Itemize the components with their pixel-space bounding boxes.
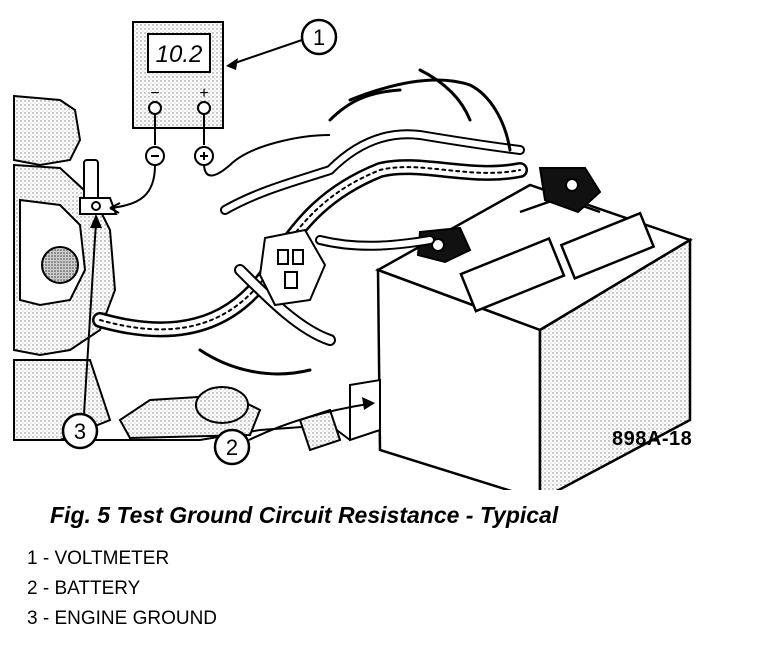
- voltmeter-negative-sign: −: [150, 85, 159, 102]
- test-leads: [109, 114, 331, 214]
- legend-item-voltmeter: 1 - VOLTMETER: [27, 548, 170, 569]
- voltmeter: 10.2 − +: [132, 21, 224, 129]
- figure-reference-id: 898A-18: [612, 428, 693, 450]
- callout-1: 1: [226, 18, 338, 70]
- battery: [375, 183, 693, 490]
- engine-ground-stud: [79, 159, 118, 215]
- connector-block: [258, 228, 327, 307]
- voltmeter-negative-jack: [148, 101, 162, 115]
- callout-2-number: 2: [226, 435, 238, 460]
- engine-bay-illustration: 10.2 − + 1 2 3: [13, 18, 693, 490]
- figure-caption: Fig. 5 Test Ground Circuit Resistance - …: [50, 502, 559, 528]
- callout-3: 3: [61, 214, 102, 450]
- legend-item-battery: 2 - BATTERY: [27, 578, 141, 599]
- voltmeter-positive-jack: [197, 101, 211, 115]
- voltmeter-positive-sign: +: [199, 85, 208, 102]
- legend-list: 1 - VOLTMETER 2 - BATTERY 3 - ENGINE GRO…: [27, 544, 217, 634]
- callout-2: 2: [213, 397, 375, 466]
- callout-3-number: 3: [74, 419, 86, 444]
- callout-1-number: 1: [313, 25, 325, 50]
- voltmeter-display-reading: 10.2: [156, 41, 203, 68]
- legend-item-engine-ground: 3 - ENGINE GROUND: [27, 608, 218, 629]
- wiring-harness: [92, 68, 528, 376]
- engine-components: [195, 378, 381, 452]
